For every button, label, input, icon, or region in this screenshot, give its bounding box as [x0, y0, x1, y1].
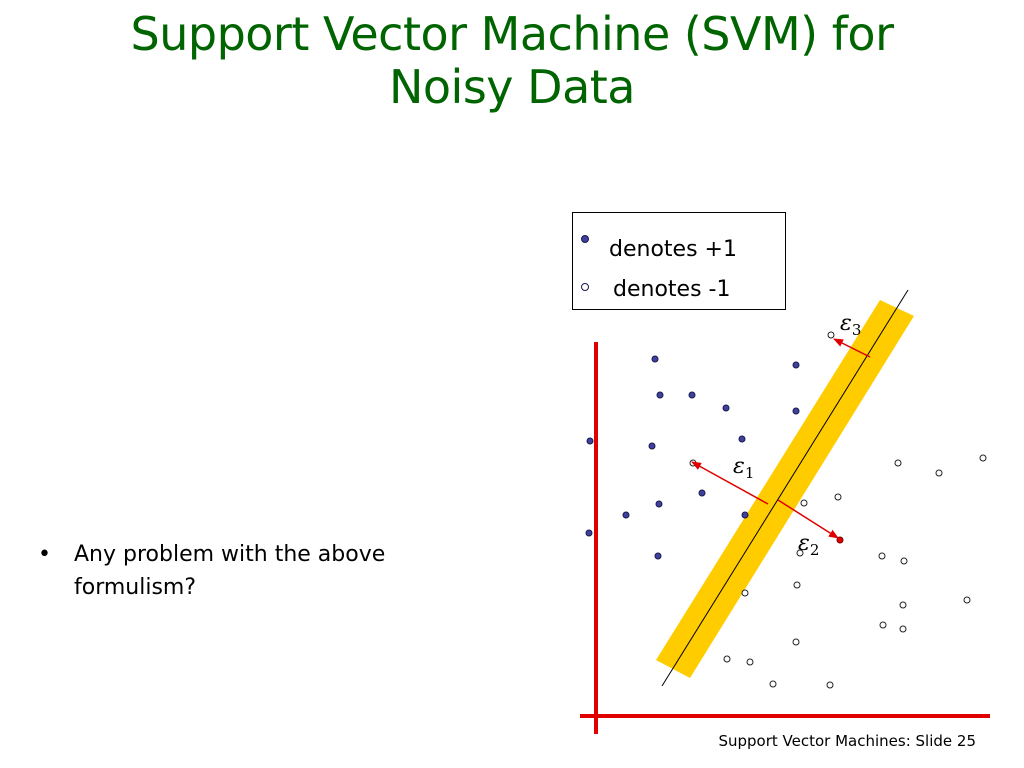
negative-point	[834, 493, 842, 501]
negative-point	[899, 601, 907, 609]
positive-point	[722, 404, 730, 412]
epsilon-2-subscript: 2	[810, 541, 820, 559]
bullet-dot: •	[38, 542, 51, 567]
epsilon-2-symbol: ε	[798, 531, 810, 556]
bullet-text: Any problem with the above formulism?	[74, 542, 386, 600]
negative-point	[793, 581, 801, 589]
epsilon-1-subscript: 1	[745, 464, 755, 482]
negative-point	[741, 589, 749, 597]
slide-title: Support Vector Machine (SVM) for Noisy D…	[40, 8, 984, 114]
epsilon-1-label: ε1	[733, 454, 754, 482]
positive-point	[656, 391, 664, 399]
legend-row-negative: denotes -1	[573, 265, 785, 305]
positive-point	[586, 437, 594, 445]
negative-point	[900, 557, 908, 565]
negative-point	[879, 621, 887, 629]
legend-label-negative: denotes -1	[613, 277, 731, 302]
positive-point	[654, 552, 662, 560]
margin-band	[656, 300, 914, 678]
positive-point	[738, 435, 746, 443]
legend-row-positive: denotes +1	[573, 227, 785, 267]
epsilon-3-subscript: 3	[852, 321, 862, 339]
negative-point	[746, 658, 754, 666]
negative-point	[963, 596, 971, 604]
legend-box: denotes +1 denotes -1	[572, 212, 786, 310]
slide-footer: Support Vector Machines: Slide 25	[718, 732, 976, 750]
epsilon-1-symbol: ε	[733, 454, 745, 479]
epsilon-3-symbol: ε	[840, 311, 852, 336]
positive-point	[792, 407, 800, 415]
negative-point	[878, 552, 886, 560]
epsilon-3-label: ε3	[840, 311, 861, 339]
negative-point	[792, 638, 800, 646]
negative-point	[800, 499, 808, 507]
negative-point	[769, 680, 777, 688]
positive-point	[741, 511, 749, 519]
bullet-item: • Any problem with the above formulism?	[38, 538, 458, 604]
positive-point	[655, 500, 663, 508]
negative-point	[796, 549, 804, 557]
title-line-2: Noisy Data	[389, 59, 635, 114]
decision-boundary	[661, 289, 909, 687]
positive-point	[585, 529, 593, 537]
positive-point	[651, 355, 659, 363]
positive-point	[648, 442, 656, 450]
negative-point	[899, 625, 907, 633]
legend-label-positive: denotes +1	[609, 237, 737, 262]
positive-point	[688, 391, 696, 399]
negative-point	[826, 681, 834, 689]
bullet-list: • Any problem with the above formulism?	[38, 538, 458, 604]
negative-point	[979, 454, 987, 462]
slack-arrow-1	[691, 461, 769, 505]
negative-points	[689, 331, 987, 689]
epsilon-2-label: ε2	[798, 531, 819, 559]
positive-point	[698, 489, 706, 497]
hollow-circle-icon	[581, 283, 589, 291]
slack-arrow-3	[833, 338, 871, 358]
positive-points	[585, 355, 800, 560]
negative-point	[827, 331, 835, 339]
negative-point	[894, 459, 902, 467]
filled-circle-icon	[581, 235, 589, 243]
positive-point	[792, 361, 800, 369]
negative-point	[723, 655, 731, 663]
negative-point	[935, 469, 943, 477]
slack-arrow-2	[777, 499, 839, 539]
title-line-1: Support Vector Machine (SVM) for	[130, 7, 894, 61]
positive-point	[622, 511, 630, 519]
